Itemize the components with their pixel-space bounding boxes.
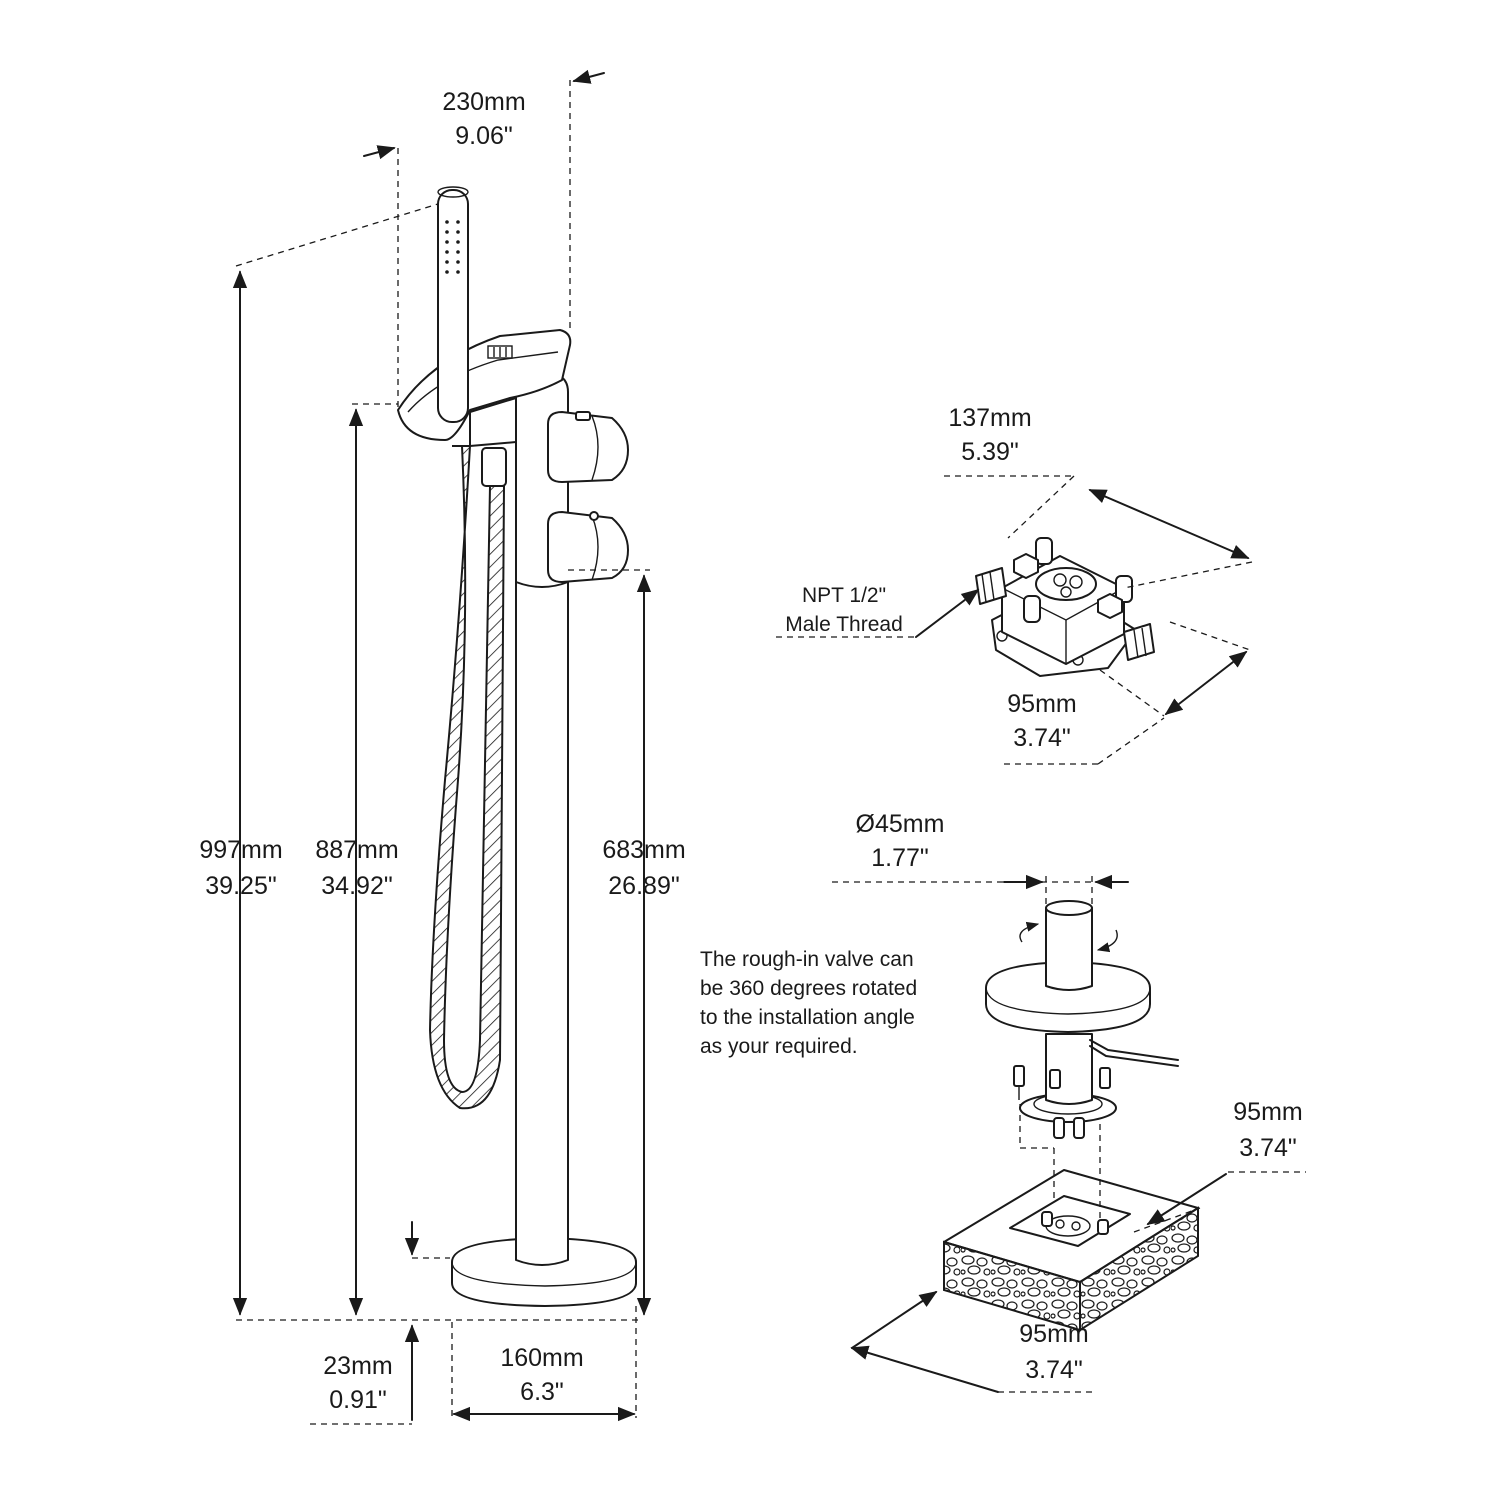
shower-spray-nozzles — [445, 220, 460, 274]
rotation-note-line4: as your required. — [700, 1035, 858, 1058]
base-thickness-dimension: 23mm 0.91" — [323, 1352, 392, 1414]
total-height-mm: 997mm — [199, 836, 282, 864]
pad-width-dimension: 95mm 3.74" — [1019, 1320, 1088, 1384]
rotation-note-line1: The rough-in valve can — [700, 948, 914, 971]
pad-depth-in: 3.74" — [1239, 1134, 1297, 1162]
pad-width-mm: 95mm — [1019, 1320, 1088, 1348]
pipe-diameter-dimension: Ø45mm 1.77" — [856, 810, 945, 872]
rotate-arrow-icon — [1019, 921, 1118, 953]
thread-label-line2: Male Thread — [785, 613, 903, 636]
top-width-mm: 230mm — [442, 88, 525, 116]
valve-width-in: 5.39" — [961, 438, 1019, 466]
main-dimension-lines — [232, 69, 652, 1425]
spout-height-mm: 887mm — [315, 836, 398, 864]
pad-depth-mm: 95mm — [1233, 1098, 1302, 1126]
valve-dimension-lines — [776, 475, 1253, 765]
install-dimension-lines — [832, 874, 1306, 1393]
total-height-dimension: 997mm 39.25" — [199, 836, 282, 900]
base-thickness-in: 0.91" — [329, 1386, 387, 1414]
rotation-note-line2: be 360 degrees rotated — [700, 977, 917, 1000]
total-height-in: 39.25" — [205, 872, 276, 900]
base-diameter-in: 6.3" — [520, 1378, 564, 1406]
base-thickness-mm: 23mm — [323, 1352, 392, 1380]
pad-width-in: 3.74" — [1025, 1356, 1083, 1384]
rotation-note-line3: to the installation angle — [700, 1006, 915, 1029]
valve-depth-in: 3.74" — [1013, 724, 1071, 752]
valve-depth-mm: 95mm — [1007, 690, 1076, 718]
valve-depth-dimension: 95mm 3.74" — [1007, 690, 1076, 752]
thread-label: NPT 1/2" Male Thread — [785, 584, 903, 636]
pad-depth-dimension: 95mm 3.74" — [1233, 1098, 1302, 1162]
base-diameter-dimension: 160mm 6.3" — [500, 1344, 583, 1406]
handle-height-in: 26.89" — [608, 872, 679, 900]
rough-in-valve-icon — [975, 537, 1155, 677]
valve-width-dimension: 137mm 5.39" — [948, 404, 1031, 466]
handle-height-dimension: 683mm 26.89" — [602, 836, 685, 900]
valve-width-mm: 137mm — [948, 404, 1031, 432]
rotation-note: The rough-in valve can be 360 degrees ro… — [700, 948, 917, 1058]
base-diameter-mm: 160mm — [500, 1344, 583, 1372]
top-width-in: 9.06" — [455, 122, 513, 150]
pipe-diameter-in: 1.77" — [871, 844, 929, 872]
handle-height-mm: 683mm — [602, 836, 685, 864]
pipe-diameter-mm: Ø45mm — [856, 810, 945, 838]
spout-height-dimension: 887mm 34.92" — [315, 836, 398, 900]
top-width-dimension: 230mm 9.06" — [442, 88, 525, 150]
valve-installation-icon — [943, 900, 1199, 1332]
spout-height-in: 34.92" — [321, 872, 392, 900]
freestanding-tub-faucet-icon — [397, 186, 637, 1307]
thread-label-line1: NPT 1/2" — [802, 584, 886, 607]
